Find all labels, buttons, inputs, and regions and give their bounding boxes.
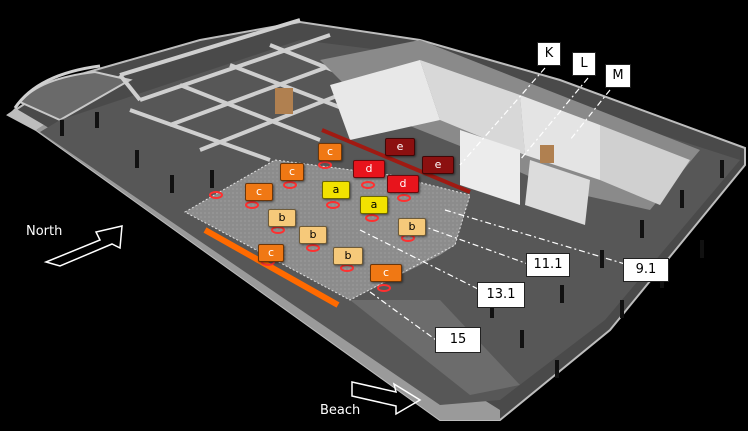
marker-c-1: c [318, 143, 342, 161]
marker-b-1: b [268, 209, 296, 227]
marker-c-5: c [370, 264, 402, 282]
gridline-label-13-1: 13.1 [477, 282, 525, 308]
gridline-label-11-1: 11.1 [526, 253, 570, 277]
gridline-label-m: M [605, 64, 631, 88]
gridline-label-k: K [537, 42, 561, 66]
marker-b-3: b [398, 218, 426, 236]
marker-c-2: c [280, 163, 304, 181]
north-arrow-icon [43, 225, 123, 267]
beach-label: Beach [320, 403, 361, 418]
marker-b-4: b [333, 247, 363, 265]
beach-arrow-icon [351, 381, 422, 416]
marker-d-1: d [353, 160, 385, 178]
dark-red-wall-line [321, 128, 471, 194]
marker-a-1: a [322, 181, 350, 199]
orange-edge-line [203, 227, 340, 308]
marker-d-2: d [387, 175, 419, 193]
marker-a-2: a [360, 196, 388, 214]
marker-c-3: c [245, 183, 273, 201]
north-label: North [26, 224, 63, 239]
gridline-label-9-1: 9.1 [623, 258, 669, 282]
curved-north-wing [13, 64, 133, 122]
gridlines [359, 67, 626, 341]
marker-e-1: e [385, 138, 415, 156]
marker-c-4: c [258, 244, 284, 262]
interior-rooms [275, 40, 700, 225]
marker-e-2: e [422, 156, 454, 174]
gridline-label-l: L [572, 52, 596, 76]
gridline-label-15: 15 [435, 327, 481, 353]
marker-b-2: b [299, 226, 327, 244]
